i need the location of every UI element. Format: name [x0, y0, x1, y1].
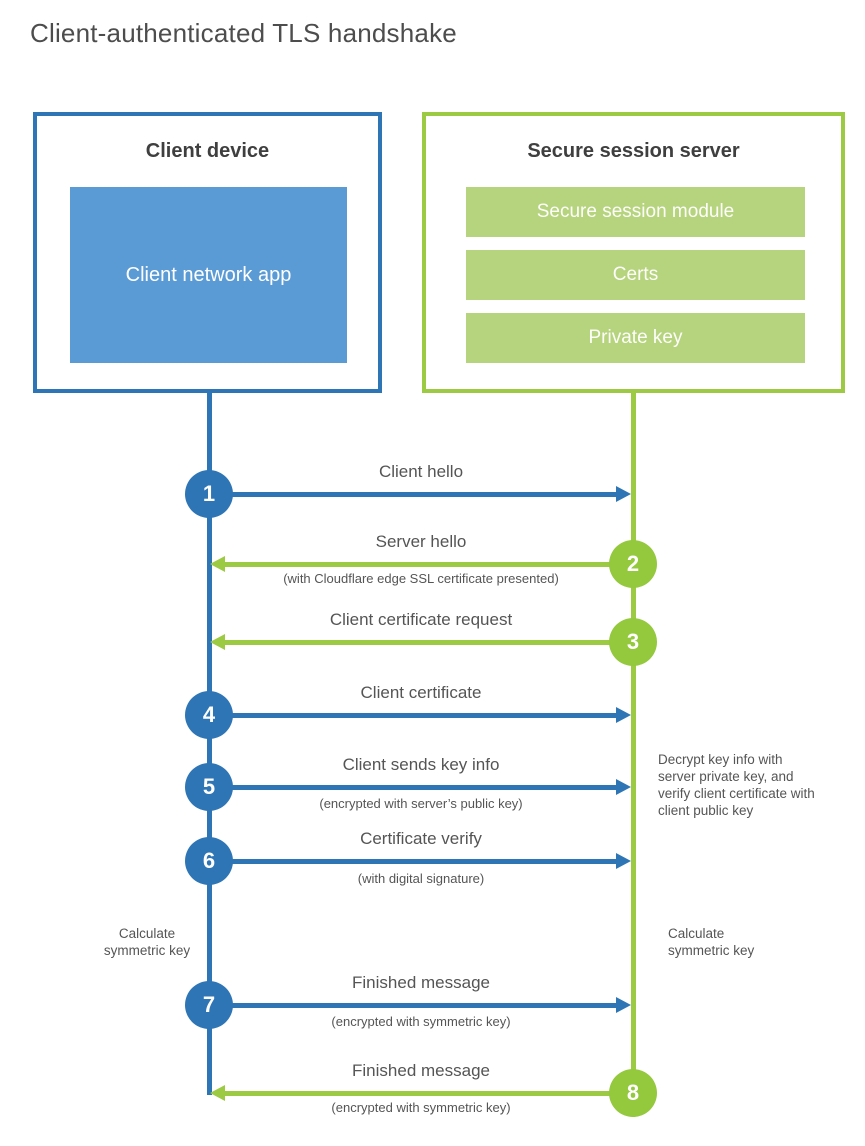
- client-lifeline: [207, 391, 212, 1095]
- calculate-symmetric-key-right: Calculate symmetric key: [668, 926, 755, 958]
- arrow-line: [225, 1091, 633, 1096]
- arrow-line: [225, 562, 633, 567]
- step-label: Server hello: [375, 532, 467, 551]
- arrow-line: [225, 640, 633, 645]
- arrow-left-icon: [210, 1085, 225, 1101]
- arrow-line: [209, 713, 617, 718]
- step-label: Client sends key info: [342, 755, 500, 774]
- client-network-app-box: Client network app: [70, 187, 347, 363]
- calculate-symmetric-key-left: Calculate symmetric key: [103, 926, 191, 958]
- step-sub-label: (encrypted with server’s public key): [319, 796, 523, 811]
- step-number-badge: 5: [185, 763, 233, 811]
- server-module-certs: Certs: [466, 250, 805, 300]
- step-number-badge: 3: [609, 618, 657, 666]
- step-label: Client certificate: [360, 683, 482, 702]
- step-label: Client certificate request: [329, 610, 513, 629]
- arrow-right-icon: [616, 853, 631, 869]
- arrow-line: [209, 785, 617, 790]
- step-number-badge: 1: [185, 470, 233, 518]
- client-device-title: Client device: [145, 140, 270, 162]
- step-number-badge: 7: [185, 981, 233, 1029]
- arrow-right-icon: [616, 997, 631, 1013]
- step-label: Finished message: [352, 1061, 490, 1080]
- step-number-badge: 2: [609, 540, 657, 588]
- step-label: Finished message: [352, 973, 490, 992]
- step-label: Client hello: [378, 462, 464, 481]
- page-title: Client-authenticated TLS handshake: [30, 18, 457, 48]
- secure-session-server-box: Secure session server Secure session mod…: [422, 112, 845, 393]
- step-sub-label: (with digital signature): [357, 871, 485, 886]
- server-module-private-key: Private key: [466, 313, 805, 363]
- client-device-box: Client device Client network app: [33, 112, 382, 393]
- server-module-secure-session: Secure session module: [466, 187, 805, 237]
- arrow-line: [209, 492, 617, 497]
- server-lifeline: [631, 391, 636, 1095]
- arrow-right-icon: [616, 779, 631, 795]
- step-sub-label: (with Cloudflare edge SSL certificate pr…: [283, 571, 559, 586]
- step-number-badge: 4: [185, 691, 233, 739]
- arrow-left-icon: [210, 556, 225, 572]
- arrow-right-icon: [616, 486, 631, 502]
- step-number-badge: 8: [609, 1069, 657, 1117]
- step-sub-label: (encrypted with symmetric key): [331, 1014, 511, 1029]
- step-number-badge: 6: [185, 837, 233, 885]
- arrow-line: [209, 859, 617, 864]
- arrow-line: [209, 1003, 617, 1008]
- step-sub-label: (encrypted with symmetric key): [331, 1100, 511, 1115]
- arrow-right-icon: [616, 707, 631, 723]
- arrow-left-icon: [210, 634, 225, 650]
- server-decrypt-note: Decrypt key info with server private key…: [658, 752, 815, 818]
- step-label: Certificate verify: [360, 829, 482, 848]
- secure-session-server-title: Secure session server: [527, 140, 740, 162]
